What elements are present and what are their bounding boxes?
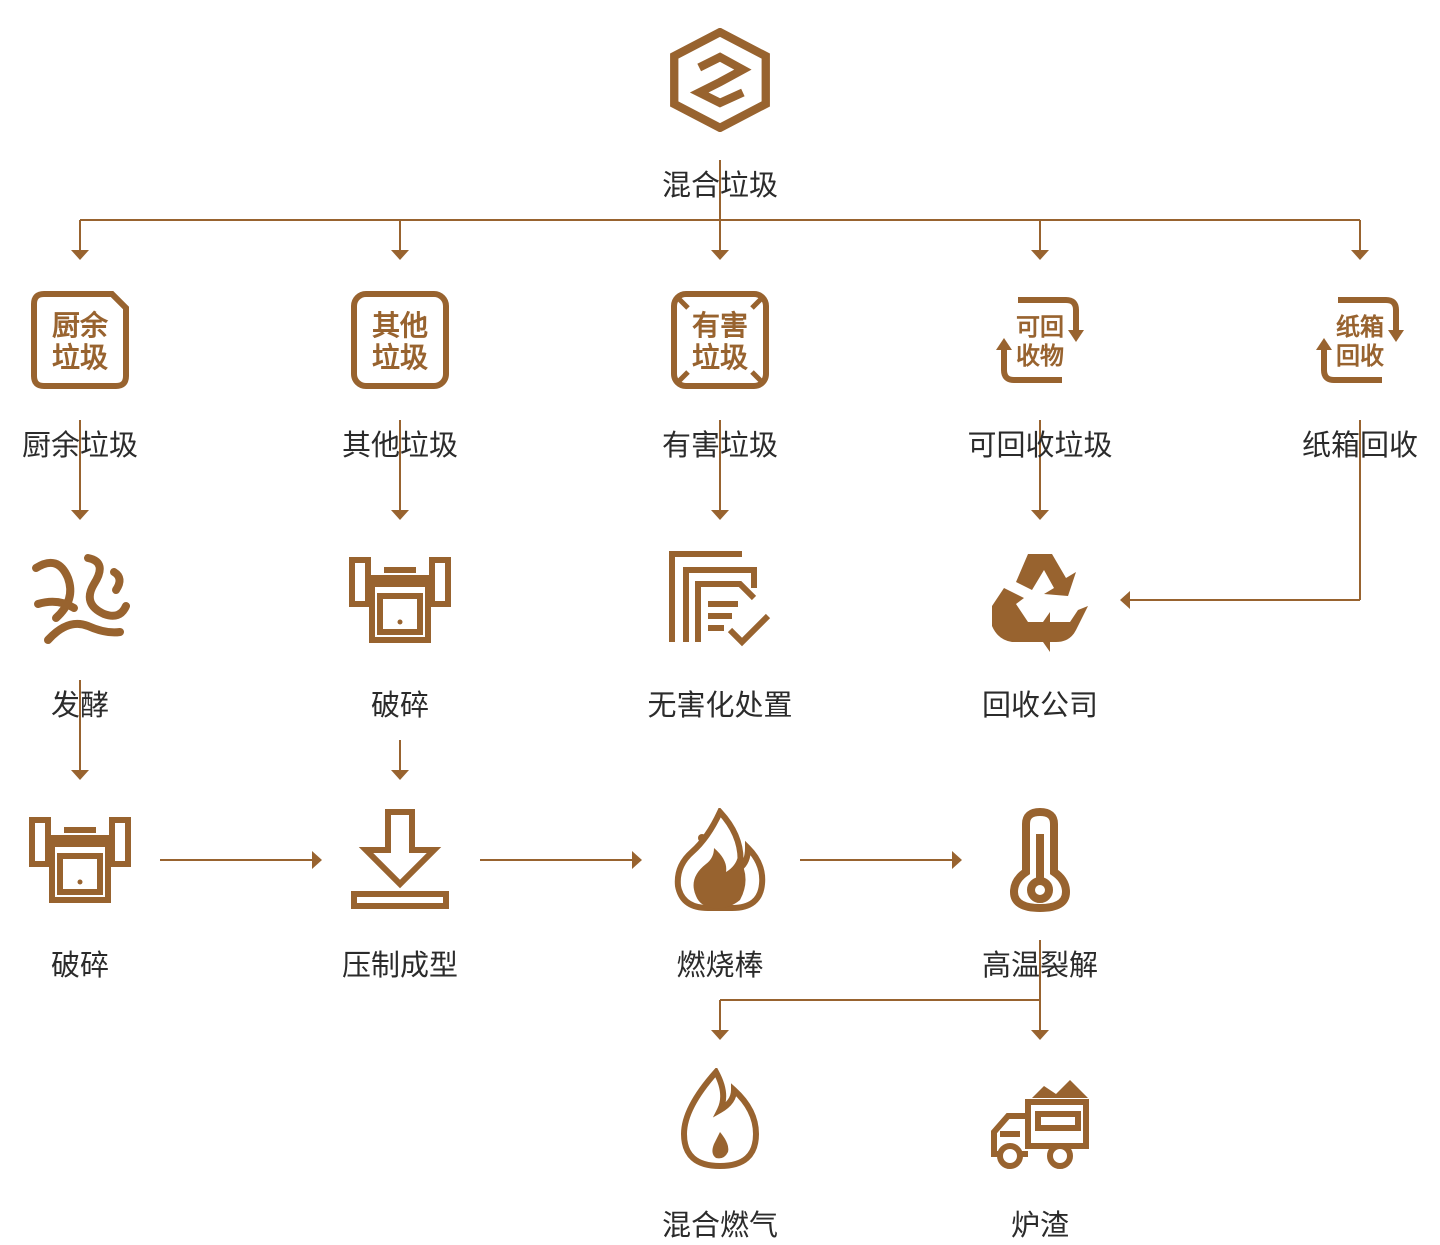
label-harmless-disposal: 无害化处置 xyxy=(647,688,793,722)
label-crushing-2: 破碎 xyxy=(50,948,109,982)
badge-text-bottom: 垃圾 xyxy=(372,341,428,374)
arrowhead-right xyxy=(952,851,962,869)
badge-text-bottom: 垃圾 xyxy=(692,341,748,374)
label-recyclable-waste: 可回收垃圾 xyxy=(967,428,1113,462)
arrowhead-down xyxy=(1031,1030,1049,1040)
arrowheads xyxy=(71,250,1369,1040)
press-down-icon xyxy=(348,808,452,912)
badge-text-bottom: 回收 xyxy=(1336,342,1384,370)
label-carton-recycling: 纸箱回收 xyxy=(1301,428,1418,462)
arrowhead-down xyxy=(391,510,409,520)
badge-text-top: 有害 xyxy=(692,309,748,342)
arrowhead-down xyxy=(711,250,729,260)
thermometer-icon xyxy=(988,808,1092,912)
arrowhead-down xyxy=(71,250,89,260)
recycle-icon xyxy=(988,548,1092,652)
badge-text-top: 厨余 xyxy=(52,309,109,342)
crusher-machine-icon xyxy=(348,548,452,652)
hazardous-waste-tag-icon: 有害 垃圾 xyxy=(668,288,772,392)
gas-flame-icon xyxy=(668,1068,772,1172)
badge-text-bottom: 收物 xyxy=(1016,342,1064,370)
crusher-machine-icon xyxy=(28,808,132,912)
badge-text-top: 其他 xyxy=(372,309,428,342)
arrowhead-down xyxy=(711,510,729,520)
arrowhead-down xyxy=(1031,510,1049,520)
document-check-icon xyxy=(668,548,772,652)
recyclable-tag-icon: 可回 收物 xyxy=(988,288,1092,392)
arrowhead-down xyxy=(1031,250,1049,260)
arrowhead-down xyxy=(711,1030,729,1040)
label-press-forming: 压制成型 xyxy=(341,948,458,982)
hexagon-logo-icon xyxy=(668,28,772,132)
arrowhead-right xyxy=(312,851,322,869)
label-fermentation: 发酵 xyxy=(50,688,109,722)
label-mixed-gas: 混合燃气 xyxy=(661,1208,778,1242)
arrowhead-left xyxy=(1120,591,1130,609)
arrowhead-down xyxy=(1351,250,1369,260)
label-mixed-waste: 混合垃圾 xyxy=(661,168,778,202)
badge-text-bottom: 垃圾 xyxy=(52,341,108,374)
dump-truck-icon xyxy=(988,1068,1092,1172)
flame-icon xyxy=(668,808,772,912)
label-slag: 炉渣 xyxy=(1010,1208,1069,1242)
label-other-waste: 其他垃圾 xyxy=(341,428,458,462)
carton-recycle-tag-icon: 纸箱 回收 xyxy=(1308,288,1412,392)
arrowhead-down xyxy=(391,250,409,260)
other-waste-tag-icon: 其他 垃圾 xyxy=(348,288,452,392)
label-pyrolysis: 高温裂解 xyxy=(981,948,1098,982)
badge-text-top: 纸箱 xyxy=(1336,313,1384,341)
label-hazardous-waste: 有害垃圾 xyxy=(661,428,778,462)
arrowhead-down xyxy=(71,510,89,520)
label-recycling-company: 回收公司 xyxy=(981,688,1098,722)
badge-text-top: 可回 xyxy=(1016,313,1064,341)
worms-icon xyxy=(28,548,132,652)
arrowhead-down xyxy=(391,770,409,780)
connectors xyxy=(79,160,1361,1030)
label-crushing-1: 破碎 xyxy=(370,688,429,722)
label-kitchen-waste: 厨余垃圾 xyxy=(21,428,138,462)
arrowhead-right xyxy=(632,851,642,869)
kitchen-waste-tag-icon: 厨余 垃圾 xyxy=(28,288,132,392)
arrowhead-down xyxy=(71,770,89,780)
label-fuel-rod: 燃烧棒 xyxy=(676,948,764,982)
